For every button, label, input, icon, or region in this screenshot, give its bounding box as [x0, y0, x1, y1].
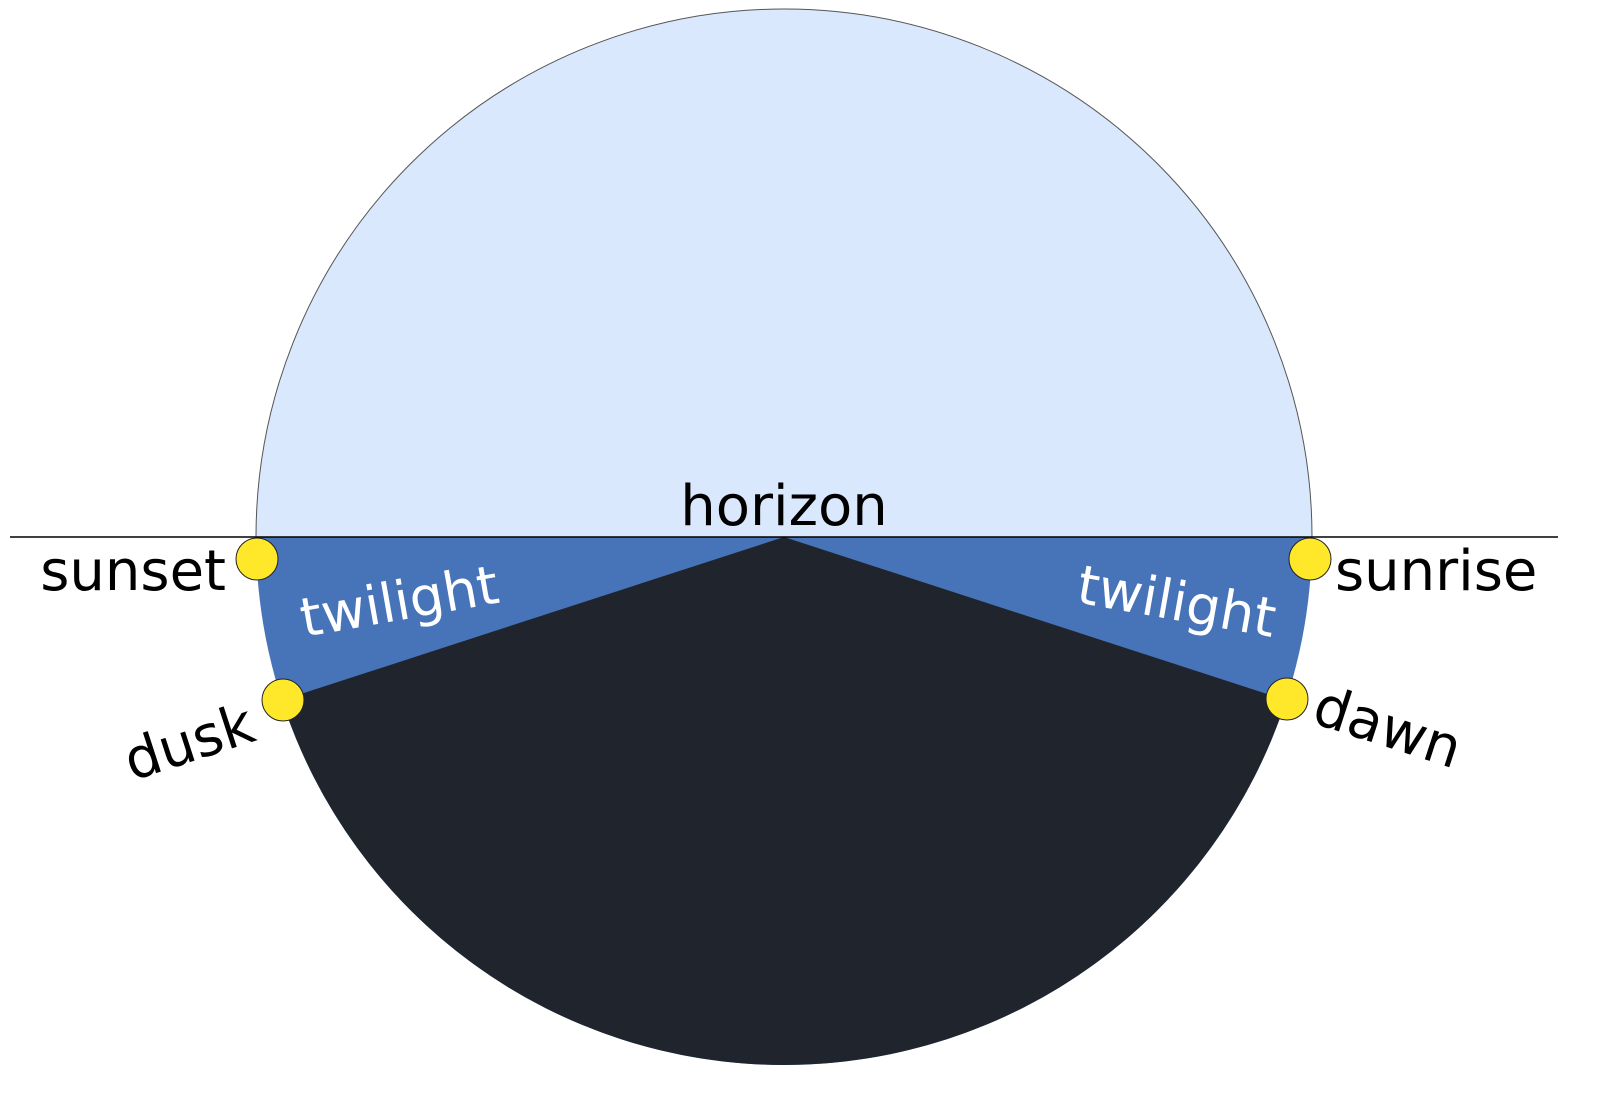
sunrise-sun-icon: [1288, 537, 1332, 581]
dusk-label: dusk: [116, 691, 263, 794]
sunset-sun-icon: [235, 537, 279, 581]
night-region: [281, 537, 1287, 1065]
sunrise-label: sunrise: [1335, 539, 1537, 604]
dawn-label: dawn: [1306, 673, 1470, 782]
sunset-label: sunset: [40, 539, 226, 604]
dusk-sun-icon: [261, 678, 305, 722]
sky-half-circle: [255, 8, 1313, 538]
horizon-label: horizon: [680, 474, 887, 539]
dawn-sun-icon: [1265, 677, 1309, 721]
